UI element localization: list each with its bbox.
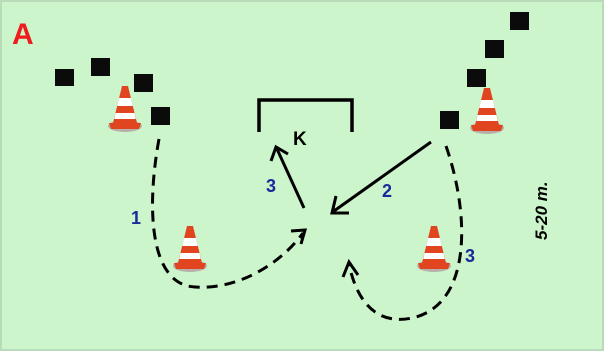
step-label-3-right: 3 xyxy=(465,246,475,266)
arrowhead xyxy=(290,228,308,245)
goal-label: K xyxy=(293,129,307,150)
player-square-icon xyxy=(510,12,529,30)
left-marker-group xyxy=(55,58,170,125)
goal-frame xyxy=(257,98,354,132)
player-square-icon xyxy=(440,111,459,129)
solid-route-3 xyxy=(275,148,306,209)
player-square-icon xyxy=(467,69,486,87)
dashed-route-1 xyxy=(151,138,305,289)
solid-route-2 xyxy=(333,140,432,213)
distance-label: 5-20 m. xyxy=(532,181,551,240)
step-label-2: 2 xyxy=(382,181,392,201)
arrowhead xyxy=(269,144,289,162)
arrowhead xyxy=(330,195,349,215)
player-square-icon xyxy=(55,69,74,86)
player-square-icon xyxy=(91,58,110,76)
step-label-3: 3 xyxy=(266,176,276,196)
player-square-icon xyxy=(134,74,153,92)
step-label-1: 1 xyxy=(131,208,141,228)
dashed-route-3 xyxy=(347,145,464,321)
player-square-icon xyxy=(485,40,504,58)
player-square-icon xyxy=(151,107,170,125)
panel-label: A xyxy=(12,18,34,51)
right-marker-group xyxy=(440,12,529,129)
arrowhead xyxy=(341,258,360,278)
